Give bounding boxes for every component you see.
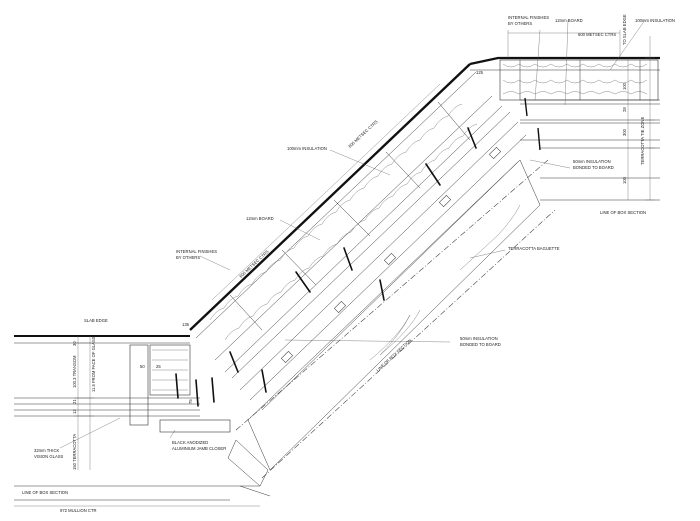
label-line-of-box-section-bottom: LINE OF BOX SECTION bbox=[22, 490, 68, 495]
dim-50-left: 50 bbox=[140, 364, 145, 369]
label-vision-glass-1: 32mm THICK bbox=[34, 448, 59, 453]
label-100-transom: 100.3 TRANSOM bbox=[72, 355, 77, 388]
label-100mm-insulation-mid: 100mm INSULATION bbox=[287, 146, 327, 151]
dim-28-right: 28 bbox=[622, 107, 627, 112]
label-metsec-top: 600 METSEC CTRS bbox=[578, 32, 616, 37]
svg-text:INTERNAL FINISHES: INTERNAL FINISHES bbox=[176, 249, 217, 254]
labels: INTERNAL FINISHES BY OTHERS 12mm BOARD 1… bbox=[22, 14, 675, 513]
svg-text:50mm INSULATION: 50mm INSULATION bbox=[460, 336, 498, 341]
leader-lines bbox=[59, 19, 646, 449]
label-mullion-ctr: 972 MULLION CTR bbox=[60, 508, 97, 513]
label-internal-finishes-top-1: INTERNAL FINISHES bbox=[508, 15, 549, 20]
dim-25-left: 25 bbox=[156, 364, 161, 369]
svg-text:BONDED TO BOARD: BONDED TO BOARD bbox=[573, 165, 614, 170]
label-slab-edge: SLAB EDGE bbox=[84, 318, 108, 323]
diagonal-wall-assembly bbox=[189, 63, 556, 479]
svg-text:50mm INSULATION: 50mm INSULATION bbox=[573, 159, 611, 164]
label-metsec-diag-1: 600 METSEC CTRS bbox=[347, 119, 378, 149]
label-black-anodized-1: BLACK ANODIZED bbox=[172, 440, 208, 445]
svg-text:32mm THICK: 32mm THICK bbox=[34, 448, 59, 453]
svg-text:BLACK ANODIZED: BLACK ANODIZED bbox=[172, 440, 208, 445]
svg-text:ALUMINIUM JAMB CLOSER: ALUMINIUM JAMB CLOSER bbox=[172, 446, 226, 451]
dim-135-left: 135 bbox=[182, 322, 190, 327]
label-line-of-box-section-right: LINE OF BOX SECTION bbox=[600, 210, 646, 215]
dim-100-right-2: 100 bbox=[622, 176, 627, 184]
label-terracotta-baguette: TERRACOTTA BAGUETTE bbox=[508, 246, 560, 251]
label-internal-finishes-left-1: INTERNAL FINISHES bbox=[176, 249, 217, 254]
svg-text:INTERNAL FINISHES: INTERNAL FINISHES bbox=[508, 15, 549, 20]
label-from-face-of-glass: 11.5 FROM FACE OF GLASS bbox=[91, 336, 96, 392]
label-black-anodized-2: ALUMINIUM JAMB CLOSER bbox=[172, 446, 226, 451]
dim-100-right: 100 bbox=[622, 82, 627, 90]
label-internal-finishes-left-2: BY OTHERS bbox=[176, 255, 200, 260]
label-vision-glass-2: VISION GLASS bbox=[34, 454, 64, 459]
label-12mm-board-top: 12mm BOARD bbox=[555, 18, 583, 23]
dim-300-right: 300 bbox=[622, 128, 627, 136]
svg-text:BONDED TO BOARD: BONDED TO BOARD bbox=[460, 342, 501, 347]
label-50mm-insulation-right-1: 50mm INSULATION bbox=[573, 159, 611, 164]
label-50mm-insulation-right-2: BONDED TO BOARD bbox=[573, 165, 614, 170]
label-metsec-diag-2: 600 METSEC CTRS bbox=[238, 249, 269, 279]
svg-text:BY OTHERS: BY OTHERS bbox=[176, 255, 200, 260]
dim-21-left: 21 bbox=[72, 399, 77, 404]
dim-125-top: 125 bbox=[476, 70, 484, 75]
dimension-text: 125 100 300 28 100 135 30 21 12 50 25 75 bbox=[72, 70, 627, 414]
dim-75-left: 75 bbox=[188, 399, 193, 404]
label-100mm-insulation-top: 100mm INSULATION bbox=[635, 18, 675, 23]
dim-12-left: 12 bbox=[72, 409, 77, 414]
top-wall-assembly bbox=[469, 56, 660, 201]
svg-text:VISION GLASS: VISION GLASS bbox=[34, 454, 64, 459]
label-internal-finishes-top-2: BY OTHERS bbox=[508, 21, 532, 26]
dim-30-left: 30 bbox=[72, 341, 77, 346]
label-50mm-insulation-mid-2: BONDED TO BOARD bbox=[460, 342, 501, 347]
label-50mm-insulation-mid-1: 50mm INSULATION bbox=[460, 336, 498, 341]
label-to-slab-edge: TO SLAB EDGE bbox=[622, 14, 627, 45]
dimension-lines bbox=[14, 30, 655, 507]
left-glazing-assembly bbox=[14, 335, 271, 501]
label-150-terracotta: 150 TERRACOTTA bbox=[72, 434, 77, 470]
label-12mm-board-mid: 12mm BOARD bbox=[246, 216, 274, 221]
label-terracotta-tie-zone: TERRACOTTA TIE ZONE bbox=[640, 117, 645, 165]
svg-text:BY OTHERS: BY OTHERS bbox=[508, 21, 532, 26]
